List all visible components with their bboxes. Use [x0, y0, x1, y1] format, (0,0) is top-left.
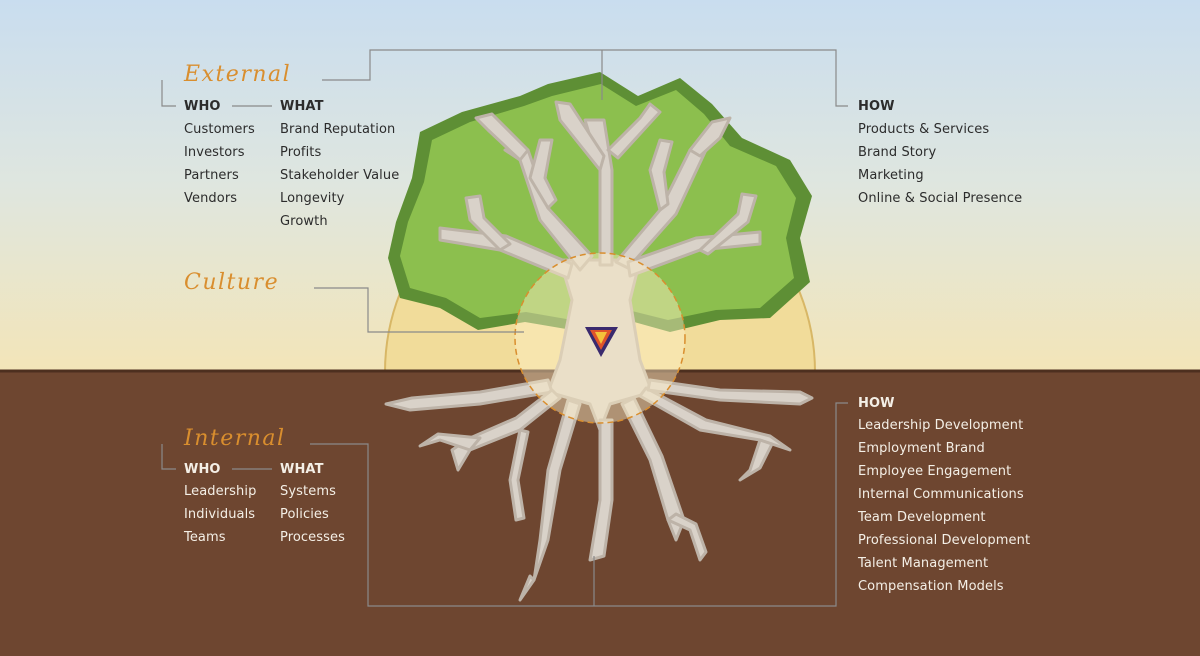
external-what-header: WHAT — [280, 99, 324, 114]
list-item: Products & Services — [858, 122, 990, 137]
list-item: Leadership — [184, 484, 257, 499]
list-item: Growth — [280, 214, 328, 229]
external-who-list: Customers Investors Partners Vendors — [184, 118, 255, 210]
list-item: Marketing — [858, 168, 924, 183]
list-item: Brand Reputation — [280, 122, 396, 137]
list-item: Longevity — [280, 191, 345, 206]
list-item: Teams — [184, 530, 226, 545]
list-item: Stakeholder Value — [280, 168, 400, 183]
culture-emblem-icon — [585, 327, 618, 357]
external-what-list: Brand Reputation Profits Stakeholder Val… — [280, 118, 399, 233]
list-item: Employment Brand — [858, 441, 985, 456]
list-item: Compensation Models — [858, 579, 1004, 594]
list-item: Employee Engagement — [858, 464, 1012, 479]
list-item: Brand Story — [858, 145, 937, 160]
list-item: Vendors — [184, 191, 238, 206]
list-item: Online & Social Presence — [858, 191, 1023, 206]
list-item: Profits — [280, 145, 322, 160]
external-who-header: WHO — [184, 99, 221, 114]
list-item: Leadership Development — [858, 418, 1024, 433]
list-item: Systems — [280, 484, 336, 499]
external-how-list: Products & Services Brand Story Marketin… — [858, 118, 1022, 210]
culture-title: Culture — [184, 270, 280, 295]
internal-who-header: WHO — [184, 462, 221, 477]
list-item: Professional Development — [858, 533, 1031, 548]
list-item: Policies — [280, 507, 329, 522]
list-item: Investors — [184, 145, 245, 160]
list-item: Processes — [280, 530, 345, 545]
list-item: Team Development — [858, 510, 986, 525]
connector-lines — [161, 49, 848, 607]
internal-what-header: WHAT — [280, 462, 324, 477]
internal-title: Internal — [184, 426, 286, 451]
external-title: External — [184, 62, 292, 87]
list-item: Talent Management — [858, 556, 989, 571]
internal-what-list: Systems Policies Processes — [280, 480, 345, 549]
internal-who-list: Leadership Individuals Teams — [184, 480, 256, 549]
list-item: Partners — [184, 168, 239, 183]
list-item: Internal Communications — [858, 487, 1024, 502]
list-item: Individuals — [184, 507, 256, 522]
list-item: Customers — [184, 122, 255, 137]
external-how-header: HOW — [858, 99, 895, 114]
internal-how-list: Leadership Development Employment Brand … — [858, 414, 1030, 598]
internal-how-header: HOW — [858, 396, 895, 411]
